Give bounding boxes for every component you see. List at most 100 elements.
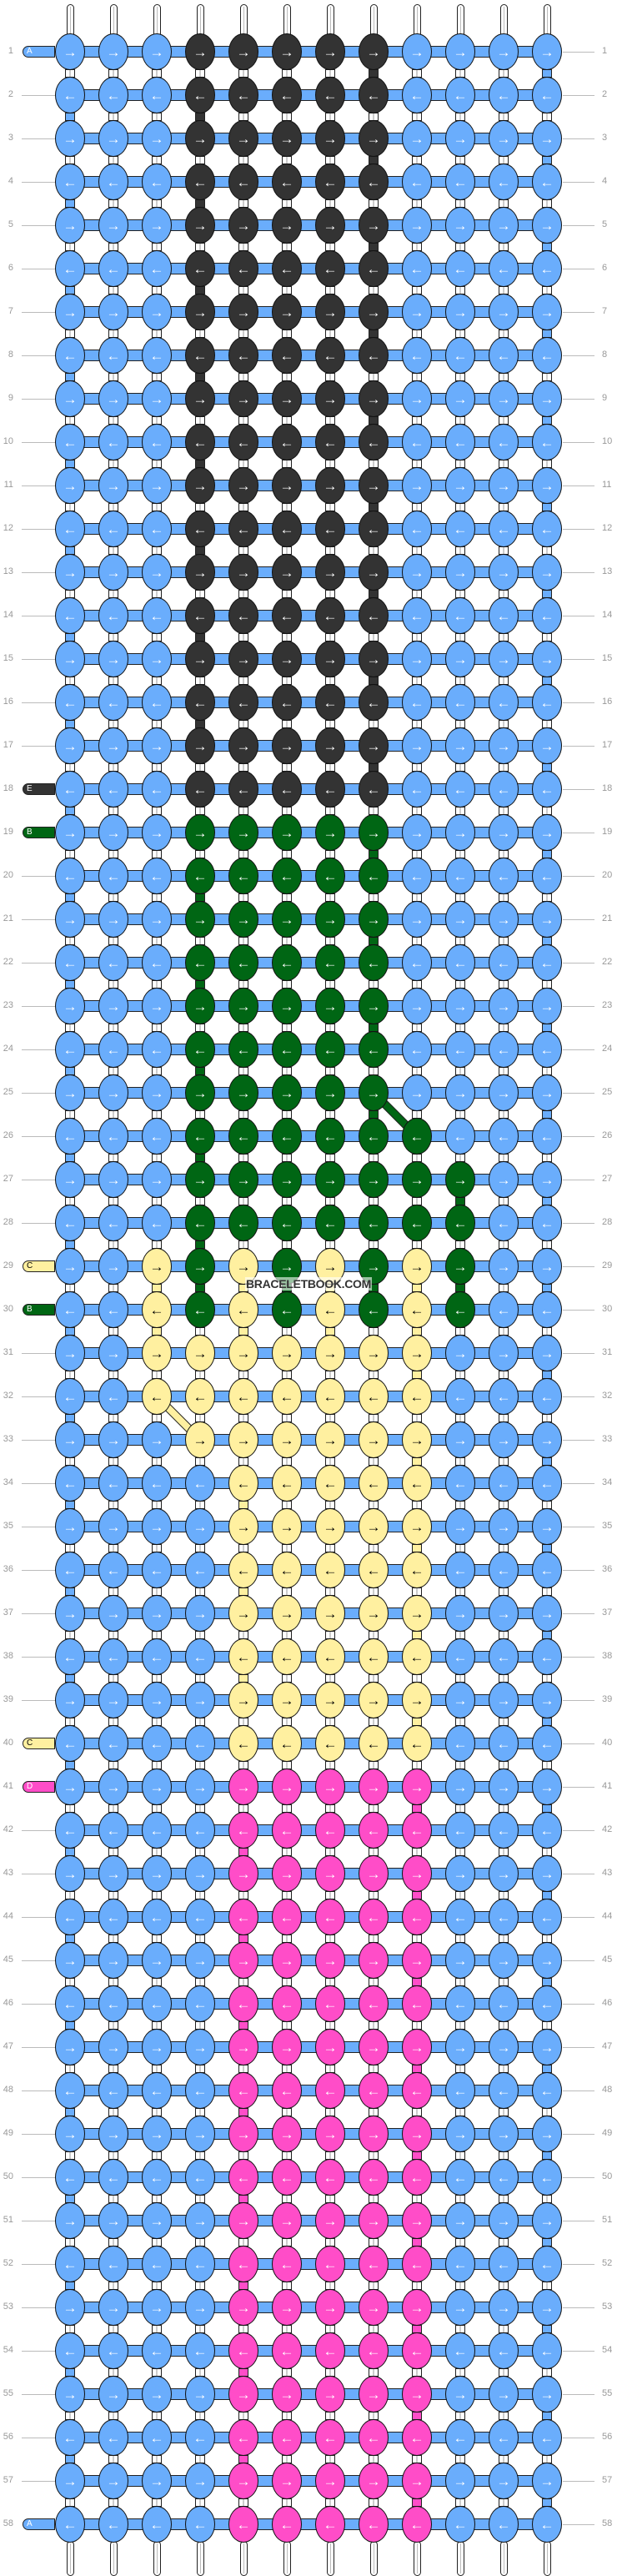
knot[interactable]: → [359,2116,389,2152]
knot[interactable]: → [315,1074,345,1111]
knot[interactable]: → [359,2202,389,2239]
knot[interactable]: → [55,2289,85,2326]
knot[interactable]: ← [489,164,519,200]
knot[interactable]: → [445,1595,475,1632]
knot[interactable]: ← [55,1378,85,1415]
knot[interactable]: → [359,380,389,417]
knot[interactable]: → [185,2116,215,2152]
knot[interactable]: ← [228,597,258,634]
knot[interactable]: → [142,207,172,244]
knot[interactable]: ← [445,1205,475,1241]
knot[interactable]: ← [489,1031,519,1068]
knot[interactable]: → [402,2116,432,2152]
knot[interactable]: ← [445,684,475,721]
knot[interactable]: → [98,2029,128,2065]
knot[interactable]: → [532,988,562,1024]
knot[interactable]: → [98,1074,128,1111]
knot[interactable]: → [489,207,519,244]
knot[interactable]: ← [532,1291,562,1328]
knot[interactable]: ← [489,1118,519,1155]
knot[interactable]: ← [315,1205,345,1241]
knot[interactable]: → [445,120,475,157]
knot[interactable]: → [272,207,302,244]
knot[interactable]: ← [272,684,302,721]
knot[interactable]: → [185,1682,215,1718]
knot[interactable]: → [228,2202,258,2239]
knot[interactable]: → [228,727,258,764]
knot[interactable]: ← [142,1725,172,1762]
knot[interactable]: → [228,901,258,938]
knot[interactable]: → [185,2029,215,2065]
knot[interactable]: ← [272,424,302,460]
knot[interactable]: → [272,2376,302,2412]
knot[interactable]: → [402,2376,432,2412]
knot[interactable]: → [228,1595,258,1632]
knot[interactable]: → [445,1768,475,1805]
knot[interactable]: → [489,1855,519,1892]
knot[interactable]: ← [402,1378,432,1415]
knot[interactable]: ← [402,1118,432,1155]
knot[interactable]: ← [272,511,302,547]
knot[interactable]: → [445,2376,475,2412]
knot[interactable]: → [489,814,519,851]
knot[interactable]: → [489,554,519,591]
knot[interactable]: → [272,1768,302,1805]
knot[interactable]: ← [315,2072,345,2109]
knot[interactable]: → [142,1161,172,1198]
knot[interactable]: → [228,1768,258,1805]
knot[interactable]: → [445,2029,475,2065]
knot[interactable]: → [55,1595,85,1632]
knot[interactable]: ← [445,597,475,634]
knot[interactable]: → [185,1595,215,1632]
knot[interactable]: → [445,1508,475,1545]
knot[interactable]: → [315,1768,345,1805]
knot[interactable]: → [228,2116,258,2152]
knot[interactable]: ← [228,511,258,547]
knot[interactable]: → [185,467,215,504]
knot[interactable]: → [185,2202,215,2239]
knot[interactable]: ← [142,1465,172,1502]
knot[interactable]: → [315,2202,345,2239]
knot[interactable]: → [489,901,519,938]
knot[interactable]: ← [185,1118,215,1155]
knot[interactable]: → [55,2116,85,2152]
knot[interactable]: → [55,1248,85,1285]
knot[interactable]: ← [228,1725,258,1762]
knot[interactable]: ← [402,2246,432,2282]
knot[interactable]: ← [359,944,389,981]
knot[interactable]: → [98,1161,128,1198]
knot[interactable]: → [98,901,128,938]
knot[interactable]: → [489,467,519,504]
knot[interactable]: → [359,1768,389,1805]
knot[interactable]: ← [228,771,258,808]
knot[interactable]: ← [228,1291,258,1328]
knot[interactable]: ← [98,164,128,200]
knot[interactable]: ← [228,2506,258,2543]
knot[interactable]: ← [272,337,302,374]
knot[interactable]: ← [185,1031,215,1068]
knot[interactable]: ← [142,597,172,634]
knot[interactable]: → [55,1682,85,1718]
knot[interactable]: ← [98,2419,128,2456]
knot[interactable]: ← [315,424,345,460]
knot[interactable]: → [272,901,302,938]
knot[interactable]: ← [272,597,302,634]
knot[interactable]: ← [228,1985,258,2022]
knot[interactable]: → [55,1421,85,1458]
knot[interactable]: → [359,2029,389,2065]
knot[interactable]: ← [532,2072,562,2109]
knot[interactable]: ← [445,424,475,460]
knot[interactable]: → [315,294,345,330]
knot[interactable]: ← [532,77,562,113]
knot[interactable]: → [185,1855,215,1892]
knot[interactable]: → [402,1595,432,1632]
knot[interactable]: → [185,1248,215,1285]
knot[interactable]: → [55,1161,85,1198]
knot[interactable]: → [98,988,128,1024]
knot[interactable]: → [402,1074,432,1111]
knot[interactable]: ← [98,250,128,287]
knot[interactable]: ← [185,1378,215,1415]
knot[interactable]: ← [98,2159,128,2196]
knot[interactable]: ← [359,1812,389,1849]
knot[interactable]: → [445,294,475,330]
